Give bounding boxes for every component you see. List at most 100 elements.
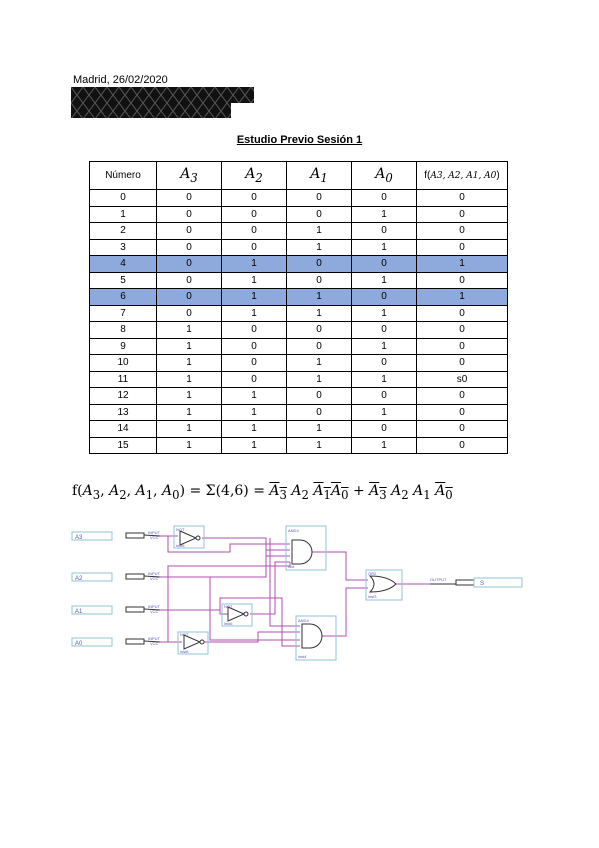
table-cell: 0: [156, 205, 222, 223]
not-a3-type: NOT: [176, 527, 185, 532]
table-cell: 0: [416, 222, 508, 240]
table-cell: 1: [221, 420, 287, 438]
table-cell: 0: [156, 271, 222, 289]
boolean-formula: f(A3, A2, A1, A0) = Σ(4,6) = A3 A2 A1A0 …: [72, 483, 453, 502]
table-cell: 0: [286, 337, 352, 355]
table-cell: 0: [416, 238, 508, 256]
col-header-number: Número: [89, 161, 157, 190]
table-cell: 0: [286, 321, 352, 339]
input-a1: A1 INPUT VCC: [71, 604, 161, 615]
input-a2-label: A2: [75, 576, 83, 582]
and1-inst: inst: [288, 564, 295, 569]
table-cell: 1: [286, 354, 352, 372]
document-title: Estudio Previo Sesión 1: [236, 134, 363, 146]
table-cell: 4: [89, 255, 157, 273]
table-cell: 7: [89, 304, 157, 322]
redacted-name-block-2: [71, 103, 231, 118]
table-cell: 3: [89, 238, 157, 256]
table-cell: 0: [156, 288, 222, 306]
table-cell: 0: [351, 288, 417, 306]
table-cell: 0: [286, 271, 352, 289]
table-cell: 1: [351, 205, 417, 223]
formula-equals: =: [189, 483, 202, 499]
table-cell: 1: [156, 321, 222, 339]
table-cell: 1: [221, 403, 287, 421]
table-cell: 14: [89, 420, 157, 438]
table-cell: 8: [89, 321, 157, 339]
table-cell: 1: [351, 436, 417, 454]
wires: [160, 535, 430, 647]
table-cell: 5: [89, 271, 157, 289]
and1-type: AND4: [288, 528, 299, 533]
table-cell: 12: [89, 387, 157, 405]
table-cell: 15: [89, 436, 157, 454]
table-cell: 0: [351, 387, 417, 405]
table-cell: 2: [89, 222, 157, 240]
table-cell: 1: [156, 403, 222, 421]
table-cell: 1: [156, 370, 222, 388]
formula-term1-a2: A2: [291, 483, 309, 502]
not-gate-a3: NOT inst5: [173, 525, 205, 549]
table-cell: 0: [416, 271, 508, 289]
table-cell: 9: [89, 337, 157, 355]
table-cell: 0: [286, 387, 352, 405]
and2-inst: inst4: [298, 654, 307, 659]
table-cell: 0: [351, 255, 417, 273]
formula-lhs: f(A3, A2, A1, A0): [72, 483, 186, 502]
formula-sigma: Σ(4,6): [205, 483, 249, 499]
formula-term1-not-a3: A3: [269, 483, 287, 502]
input-a1-label: A1: [75, 609, 83, 615]
table-cell: 1: [286, 420, 352, 438]
table-cell: 0: [221, 205, 287, 223]
table-cell: 0: [351, 354, 417, 372]
not-a0-inst: inst8: [180, 649, 189, 654]
input-a0-pin: INPUT: [148, 636, 161, 641]
table-cell: 0: [351, 189, 417, 207]
table-cell: 1: [156, 387, 222, 405]
table-cell: 1: [221, 255, 287, 273]
input-a0: A0 INPUT VCC: [71, 636, 161, 647]
table-cell: 0: [416, 337, 508, 355]
table-cell: 1: [156, 436, 222, 454]
table-cell: 0: [89, 189, 157, 207]
logic-circuit-diagram: A3 INPUT VCC A2 INPUT VCC A1 INPUT VCC A…: [71, 525, 523, 661]
and-gate-2: AND4 inst4: [295, 615, 337, 661]
table-cell: 1: [416, 288, 508, 306]
table-cell: 0: [221, 238, 287, 256]
output-label: S: [480, 581, 484, 587]
col-header-a1: A1: [286, 161, 352, 190]
table-cell: 1: [89, 205, 157, 223]
table-cell: 0: [221, 370, 287, 388]
table-cell: 6: [89, 288, 157, 306]
input-a3-vcc: VCC: [150, 535, 159, 540]
table-cell: 0: [416, 403, 508, 421]
redaction-pattern: [71, 103, 231, 118]
table-cell: 13: [89, 403, 157, 421]
table-cell: 0: [416, 189, 508, 207]
col-header-function: f(A3, A2, A1, A0): [416, 161, 508, 190]
table-cell: 1: [286, 436, 352, 454]
table-cell: 0: [351, 420, 417, 438]
input-a2-pin: INPUT: [148, 571, 161, 576]
table-cell: 0: [416, 354, 508, 372]
table-cell: 0: [156, 304, 222, 322]
table-cell: 1: [351, 304, 417, 322]
table-cell: 0: [221, 337, 287, 355]
input-a3: A3 INPUT VCC: [71, 530, 161, 541]
table-cell: 1: [351, 370, 417, 388]
table-cell: 1: [286, 288, 352, 306]
table-cell: 1: [221, 387, 287, 405]
table-cell: 1: [286, 304, 352, 322]
table-cell: 0: [286, 189, 352, 207]
table-cell: 1: [221, 436, 287, 454]
col-header-a0: A0: [351, 161, 417, 190]
formula-plus: +: [352, 483, 365, 499]
